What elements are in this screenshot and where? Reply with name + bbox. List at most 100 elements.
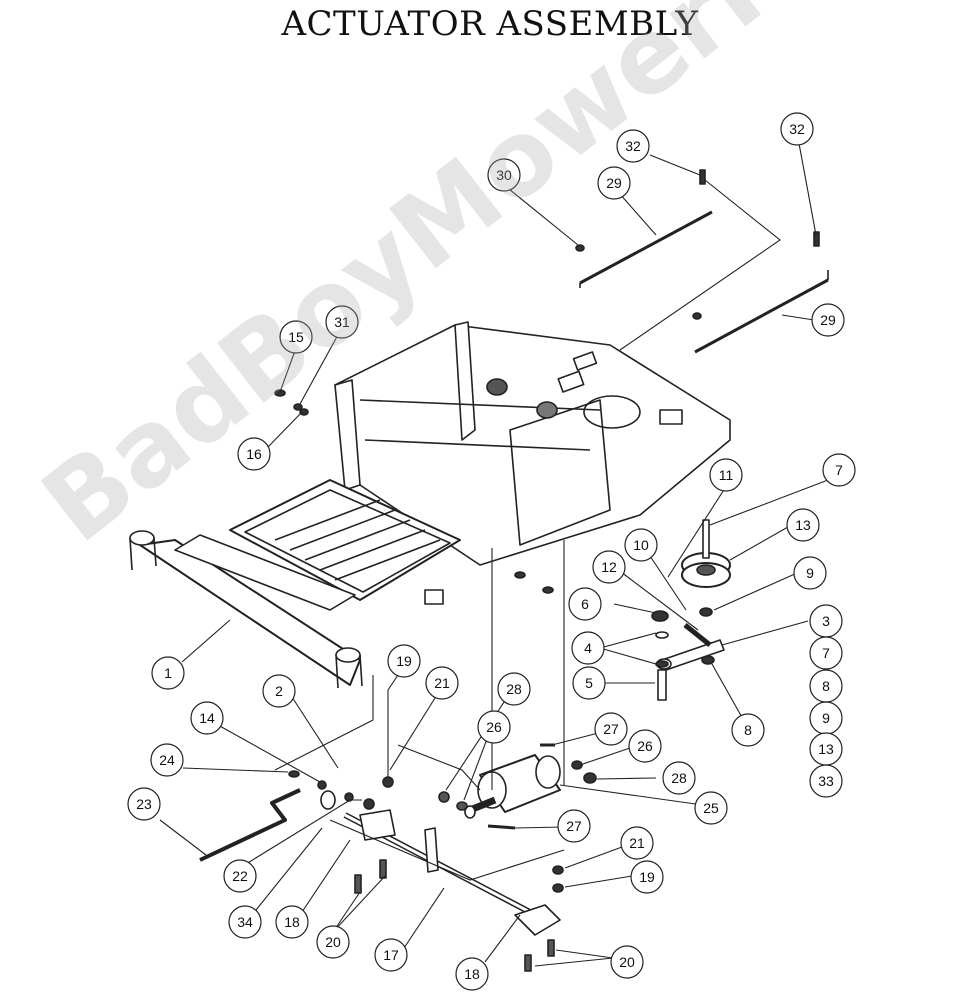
- callout-c10: 10: [624, 528, 658, 562]
- callout-c21b: 21: [620, 826, 654, 860]
- callout-number: 28: [671, 770, 687, 786]
- callout-number: 33: [818, 773, 834, 789]
- callout-number: 22: [232, 868, 248, 884]
- callout-circle: [628, 729, 662, 763]
- callout-c30: 30: [487, 158, 521, 192]
- callout-c16: 16: [237, 437, 271, 471]
- callout-circle: [487, 158, 521, 192]
- callout-c8b: 8: [809, 669, 843, 703]
- callout-c9a: 9: [793, 556, 827, 590]
- callout-c29b: 29: [811, 303, 845, 337]
- callout-circle: [223, 859, 257, 893]
- callout-c29a: 29: [597, 166, 631, 200]
- callout-number: 28: [506, 681, 522, 697]
- callout-circle: [150, 743, 184, 777]
- callout-number: 14: [199, 710, 215, 726]
- callout-c17: 17: [374, 938, 408, 972]
- callout-c18b: 18: [455, 957, 489, 991]
- main-frame-drawing: [334, 321, 731, 566]
- callout-c32b: 32: [780, 112, 814, 146]
- callout-circle: [228, 905, 262, 939]
- callout-c25: 25: [694, 791, 728, 825]
- callout-c19b: 19: [630, 860, 664, 894]
- callout-number: 13: [795, 517, 811, 533]
- callout-number: 32: [789, 121, 805, 137]
- callout-number: 25: [703, 800, 719, 816]
- callout-c28b: 28: [662, 761, 696, 795]
- callout-number: 2: [275, 683, 283, 699]
- callout-number: 9: [822, 710, 830, 726]
- callout-c3: 3: [809, 604, 843, 638]
- spring-rods-drawing: [579, 210, 829, 354]
- hardware-drawing: [274, 169, 820, 893]
- callout-c20a: 20: [316, 925, 350, 959]
- callout-c24: 24: [150, 743, 184, 777]
- callout-c27b: 27: [557, 809, 591, 843]
- diagram-title: ACTUATOR ASSEMBLY: [281, 4, 699, 44]
- callout-circle: [597, 166, 631, 200]
- callout-c33: 33: [809, 764, 843, 798]
- callout-layer: 1234567788991011121313141516171818191920…: [127, 112, 856, 991]
- callout-number: 15: [288, 329, 304, 345]
- callout-number: 13: [818, 741, 834, 757]
- seat-pan-drawing: [229, 479, 461, 601]
- callout-circle: [279, 320, 313, 354]
- callout-number: 26: [486, 719, 502, 735]
- actuator-drawing: [438, 743, 597, 830]
- callout-c26b: 26: [628, 729, 662, 763]
- callout-circle: [624, 528, 658, 562]
- callout-circle: [568, 587, 602, 621]
- callout-circle: [572, 666, 606, 700]
- callout-circle: [594, 712, 628, 746]
- callout-number: 18: [284, 914, 300, 930]
- callout-circle: [557, 809, 591, 843]
- callout-number: 32: [625, 138, 641, 154]
- callout-c7a: 7: [822, 453, 856, 487]
- callout-circle: [151, 656, 185, 690]
- callout-number: 11: [719, 467, 734, 483]
- callout-number: 24: [159, 752, 175, 768]
- callout-number: 4: [584, 640, 592, 656]
- callout-circle: [477, 710, 511, 744]
- callout-circle: [822, 453, 856, 487]
- callout-number: 27: [566, 818, 582, 834]
- callout-number: 31: [334, 314, 350, 330]
- callout-c8a: 8: [731, 713, 765, 747]
- lift-shaft-drawing: [343, 809, 561, 972]
- callout-c12: 12: [592, 550, 626, 584]
- callout-circle: [793, 556, 827, 590]
- callout-number: 7: [822, 645, 830, 661]
- callout-number: 8: [822, 678, 830, 694]
- callout-circle: [809, 764, 843, 798]
- callout-c14: 14: [190, 701, 224, 735]
- callout-number: 12: [601, 559, 617, 575]
- callout-c27a: 27: [594, 712, 628, 746]
- callout-number: 7: [835, 462, 843, 478]
- callout-number: 20: [325, 934, 341, 950]
- callout-number: 6: [581, 596, 589, 612]
- callout-circle: [425, 666, 459, 700]
- callout-number: 5: [585, 675, 593, 691]
- callout-c4: 4: [571, 631, 605, 665]
- callout-c34: 34: [228, 905, 262, 939]
- callout-circle: [694, 791, 728, 825]
- callout-circle: [620, 826, 654, 860]
- callout-c28a: 28: [497, 672, 531, 706]
- callout-circle: [610, 945, 644, 979]
- callout-number: 23: [136, 796, 152, 812]
- callout-c19a: 19: [387, 644, 421, 678]
- callout-c22: 22: [223, 859, 257, 893]
- callout-c11: 11: [709, 458, 743, 492]
- callout-circle: [275, 905, 309, 939]
- callout-number: 30: [496, 167, 512, 183]
- callout-circle: [786, 508, 820, 542]
- callout-c18a: 18: [275, 905, 309, 939]
- callout-number: 10: [633, 537, 649, 553]
- callout-number: 18: [464, 966, 480, 982]
- callout-c13b: 13: [809, 732, 843, 766]
- callout-circle: [237, 437, 271, 471]
- callout-number: 26: [637, 738, 653, 754]
- callout-number: 8: [744, 722, 752, 738]
- callout-c21a: 21: [425, 666, 459, 700]
